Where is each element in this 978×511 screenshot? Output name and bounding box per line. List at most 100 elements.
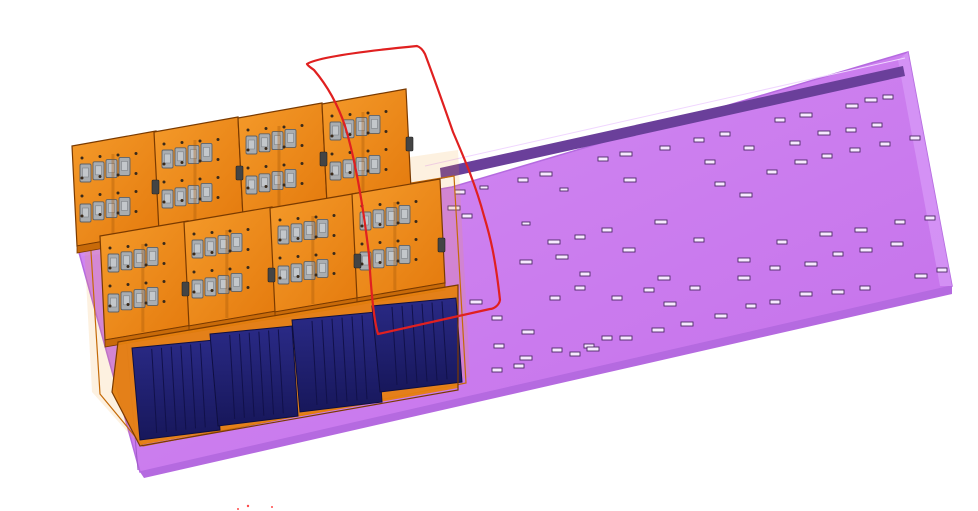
terminal-window — [319, 263, 326, 273]
bolt-head — [98, 175, 102, 178]
bolt-head — [264, 127, 268, 130]
red-highlight-outline — [305, 44, 502, 336]
bolt-head — [144, 263, 148, 267]
bolt-head — [246, 148, 250, 152]
bolt-head — [278, 238, 282, 242]
plate-slot — [493, 343, 505, 349]
bolt-head — [198, 139, 202, 143]
bolt-head — [180, 179, 184, 182]
bolt-head — [282, 125, 286, 129]
cell-separator — [190, 344, 197, 429]
cell-separator — [341, 317, 348, 402]
bolt-head — [366, 131, 370, 135]
bolt-head — [134, 152, 138, 155]
module-seam — [111, 154, 115, 238]
bolt-head — [332, 252, 336, 255]
plate-slot — [586, 346, 600, 352]
bolt-head — [296, 237, 300, 240]
front-cell-stack — [111, 284, 463, 447]
bolt-head — [116, 211, 120, 215]
terminal-window — [345, 163, 352, 174]
bolt-head — [192, 270, 196, 274]
plate-right-face — [898, 52, 952, 286]
terminal-window — [136, 253, 143, 263]
plate-slot — [569, 351, 581, 357]
bolt-head — [384, 130, 388, 133]
bolt-head — [116, 153, 120, 157]
terminal-window — [371, 119, 378, 129]
cell-separator — [160, 347, 167, 432]
plate-bottom-lip — [140, 286, 952, 478]
bolt-head — [216, 138, 220, 141]
module-seam — [277, 126, 281, 210]
bolt-head — [330, 114, 334, 118]
plate-slot — [663, 301, 677, 307]
terminal-window — [287, 133, 294, 143]
plate-slot — [909, 135, 921, 141]
plate-slot — [579, 271, 591, 277]
module-top-plate — [269, 192, 364, 313]
plate-slot — [859, 247, 873, 253]
terminal-window — [261, 137, 268, 148]
terminal-window — [274, 175, 281, 185]
terminal-window — [388, 251, 395, 261]
terminal-window — [306, 225, 313, 235]
terminal-window — [401, 209, 408, 219]
bolt-head — [192, 290, 196, 294]
plate-slot — [819, 231, 833, 237]
plate-slot — [693, 237, 705, 243]
bolt-head — [162, 262, 166, 265]
terminal-window — [233, 277, 240, 287]
plate-slot — [936, 267, 948, 273]
terminal-window — [110, 297, 117, 308]
module-top-plate — [183, 206, 278, 327]
cell-block — [131, 339, 221, 441]
plate-top-rail — [440, 66, 905, 179]
bolt-head — [228, 249, 232, 253]
plate-slot — [821, 153, 833, 159]
bolt-head — [384, 168, 388, 171]
terminal-window — [332, 165, 339, 176]
plate-slot — [774, 117, 786, 123]
plate-slot — [845, 127, 857, 133]
plate-slot — [693, 137, 705, 143]
bolt-head — [314, 235, 318, 239]
bolt-head — [246, 228, 250, 231]
bolt-head — [378, 241, 382, 244]
bolt-head — [210, 231, 214, 234]
bolt-head — [216, 196, 220, 199]
terminal-window — [149, 291, 156, 301]
bolt-head — [210, 251, 214, 254]
terminal-window — [388, 211, 395, 221]
bolt-head — [80, 176, 84, 180]
bolt-head — [80, 214, 84, 218]
plate-slot — [832, 251, 844, 257]
terminal-window — [233, 237, 240, 247]
plate-slot — [739, 192, 753, 198]
bolt-head — [98, 155, 102, 158]
plate-slot — [547, 239, 561, 245]
bolt-head — [348, 171, 352, 174]
plate-slot — [519, 259, 533, 265]
module-b2 — [183, 206, 278, 334]
cell-separator — [277, 329, 284, 414]
terminal-window — [110, 257, 117, 268]
bolt-head — [396, 259, 400, 263]
plate-slot — [879, 141, 891, 147]
bolt-head — [414, 238, 418, 241]
bolt-head — [162, 280, 166, 283]
plate-slot — [769, 299, 781, 305]
plate-slot — [461, 213, 473, 219]
bolt-head — [246, 286, 250, 289]
bolt-head — [198, 177, 202, 181]
plate-slot — [766, 169, 778, 175]
plate-slot — [871, 122, 883, 128]
bolt-head — [300, 182, 304, 185]
terminal-window — [375, 213, 382, 224]
bolt-head — [264, 165, 268, 168]
bolt-head — [198, 197, 202, 201]
cell-separator — [321, 319, 328, 404]
cell-separator — [351, 316, 358, 401]
bolt-head — [296, 217, 300, 220]
